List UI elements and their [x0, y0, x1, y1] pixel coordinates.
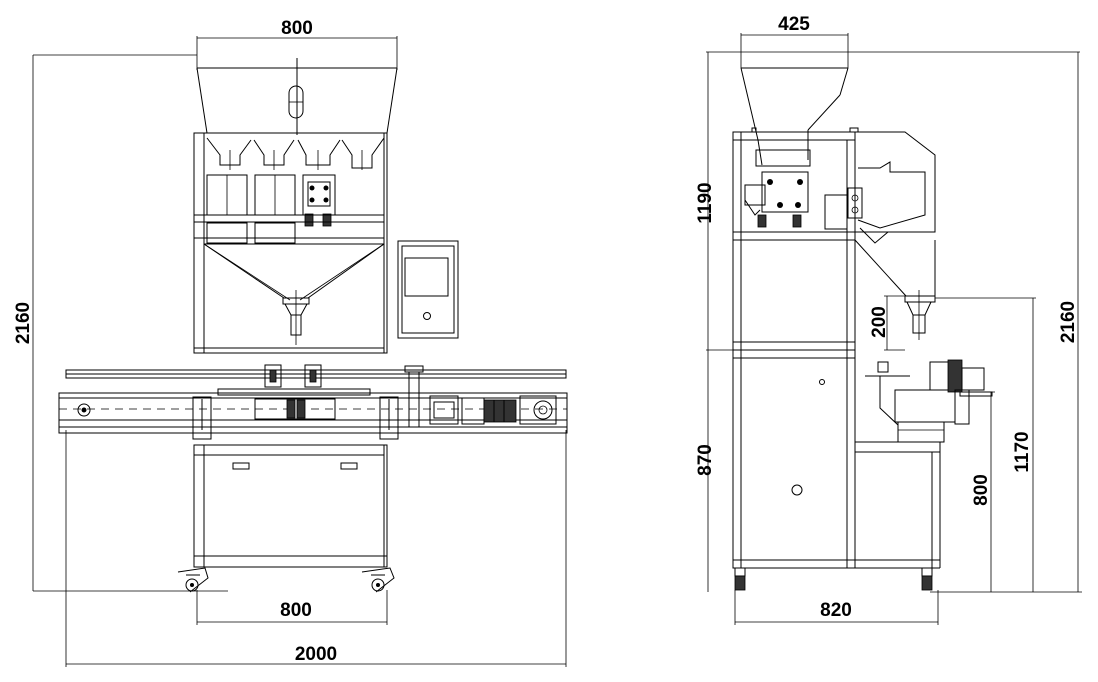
- side-depth-dimension: 820: [734, 590, 939, 625]
- side-outlet-height-label: 1170: [1012, 431, 1033, 472]
- front-hopper: [196, 58, 398, 135]
- side-upper-height-label: 1190: [695, 182, 716, 223]
- front-upper-frame: [193, 132, 388, 354]
- side-view: 425 1190 870: [695, 14, 1082, 625]
- side-depth-label: 820: [820, 600, 852, 621]
- front-conveyor-length-label: 2000: [295, 644, 337, 665]
- side-funnel-height-label: 200: [869, 306, 890, 338]
- side-hopper: [740, 67, 849, 167]
- side-outlet-height-dimension: 1170: [935, 297, 1036, 592]
- front-hopper-width-label: 800: [281, 18, 313, 39]
- side-conveyor: [865, 359, 993, 443]
- side-lower-height-dimension: 870: [695, 349, 735, 592]
- side-hopper-width-label: 425: [778, 14, 810, 35]
- front-control-panel: [397, 240, 459, 339]
- side-total-height-label: 2160: [1058, 301, 1079, 343]
- side-funnel: [854, 239, 936, 340]
- front-conveyor: [58, 364, 568, 440]
- front-total-height-dimension: 2160: [13, 54, 228, 592]
- front-view: 800 2160: [13, 18, 568, 667]
- side-hopper-width-dimension: 425: [740, 14, 849, 68]
- front-base-width-label: 800: [280, 600, 312, 621]
- side-conveyor-height-dimension: 800: [960, 391, 995, 592]
- side-total-height-dimension: 2160: [930, 52, 1082, 593]
- front-conveyor-length-dimension: 2000: [65, 430, 567, 667]
- side-funnel-height-dimension: 200: [869, 295, 905, 351]
- side-lower-height-label: 870: [695, 444, 716, 476]
- front-lower-frame: [177, 444, 395, 593]
- front-base-width-dimension: 800: [196, 590, 388, 625]
- side-upper-height-dimension: 1190: [695, 51, 1080, 350]
- side-lower-frame: [732, 349, 941, 591]
- side-conveyor-height-label: 800: [971, 474, 992, 506]
- side-upper-frame: [732, 127, 936, 351]
- front-total-height-label: 2160: [13, 302, 34, 344]
- front-hopper-width-dimension: 800: [196, 18, 398, 70]
